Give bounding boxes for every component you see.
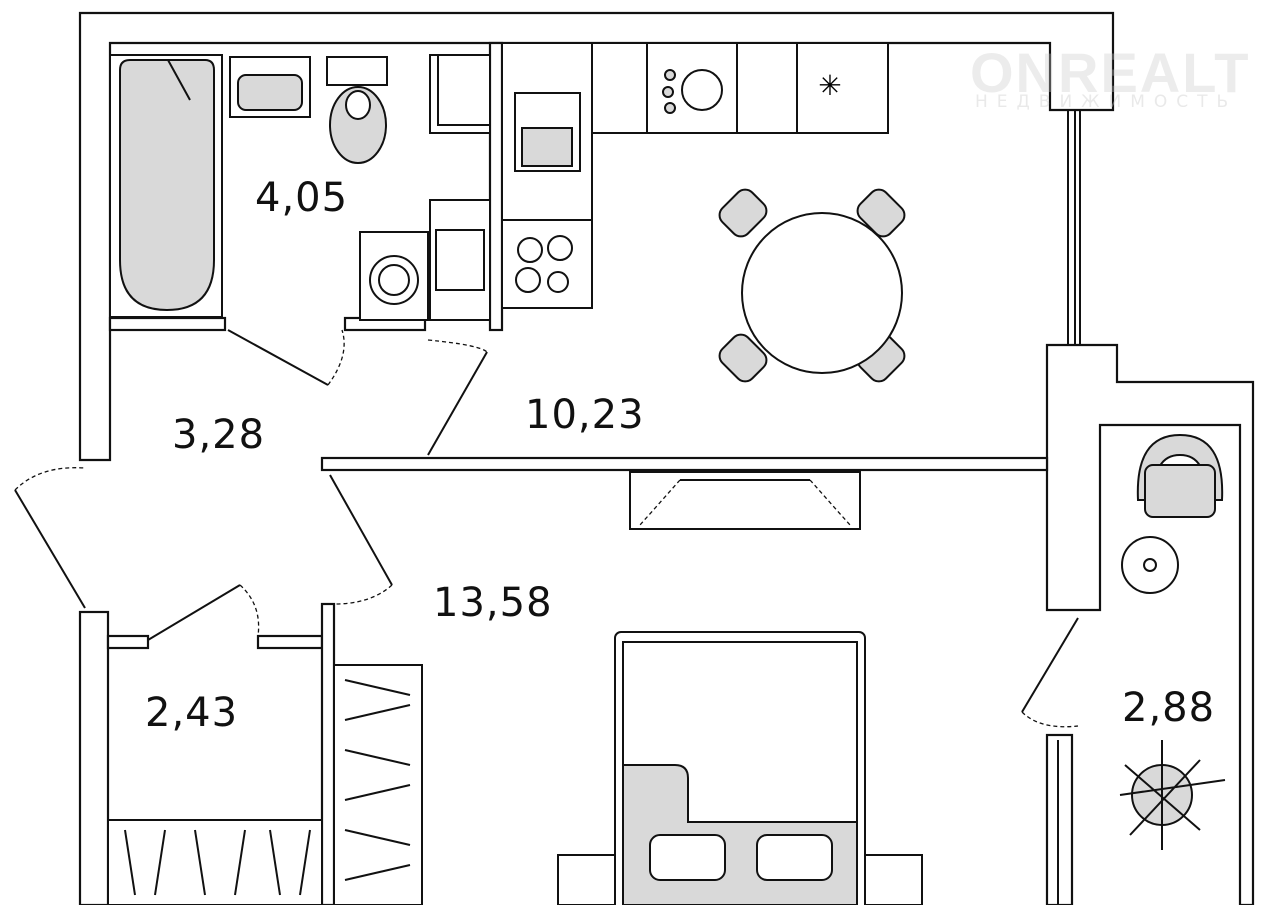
bathtub [109,54,223,318]
bathroom-cabinet [429,54,491,134]
doors[interactable] [14,329,1079,728]
kitchen-counter: ✳ [501,42,889,309]
area-balcony: 2,88 [1122,685,1216,731]
window [1057,110,1081,905]
armchair [1121,433,1224,594]
bed [557,631,923,905]
watermark-brand: ONREALT [970,41,1251,104]
area-bathroom: 4,05 [255,175,349,221]
area-kitchen: 10,23 [525,392,645,438]
area-hallway: 3,28 [172,412,266,458]
plant [1119,740,1226,850]
sink [229,56,311,118]
tv [629,471,861,530]
walls [78,11,1255,905]
svg-text:✳: ✳ [818,69,841,102]
area-storage: 2,43 [145,690,239,736]
washing-machine [359,199,491,321]
toilet [326,56,388,164]
wardrobe [107,664,423,905]
watermark-subtitle: НЕДВИЖИМОСТЬ [975,92,1238,112]
dining-table [718,188,906,383]
area-bedroom: 13,58 [433,580,553,626]
